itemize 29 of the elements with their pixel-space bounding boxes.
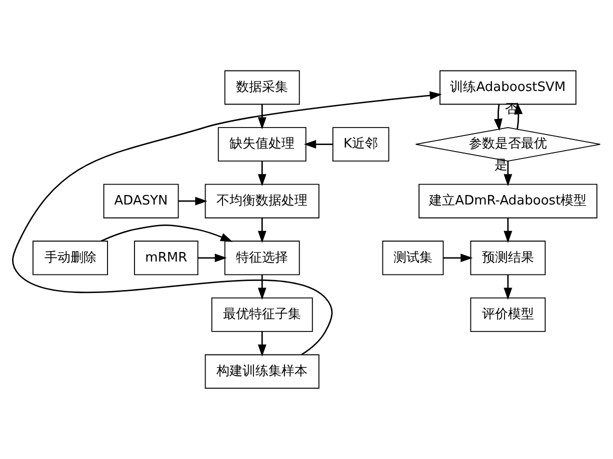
arrow [198, 254, 227, 262]
arrow [258, 161, 266, 186]
node-box: K近邻 [332, 127, 390, 162]
node-box: 测试集 [382, 240, 444, 276]
arrow [443, 254, 473, 262]
arrow [494, 104, 502, 131]
node-box: 缺失值处理 [218, 127, 306, 162]
node-box: 特征选择 [224, 240, 300, 276]
node-box: 预测结果 [470, 240, 546, 276]
arrow [100, 224, 233, 242]
node-box: 评价模型 [470, 297, 546, 332]
node-box: 手动删除 [32, 240, 108, 276]
arrow [258, 104, 266, 130]
arrow [504, 218, 512, 244]
node-box: ADASYN [103, 184, 179, 218]
arrow [258, 274, 266, 300]
node-box: mRMR [134, 240, 198, 276]
node-box: 最优特征子集 [211, 297, 313, 332]
arrow [504, 161, 512, 186]
node-box: 不均衡数据处理 [204, 184, 320, 218]
node-box: 构建训练集样本 [204, 354, 320, 389]
node-box: 建立ADmR-Adaboost模型 [418, 184, 598, 218]
arrow [504, 274, 512, 300]
arrow [304, 140, 333, 149]
arrow [258, 332, 266, 357]
arrow [258, 218, 266, 244]
arrow [12, 91, 442, 356]
node-box: 数据采集 [224, 70, 300, 105]
arrow [178, 196, 208, 206]
